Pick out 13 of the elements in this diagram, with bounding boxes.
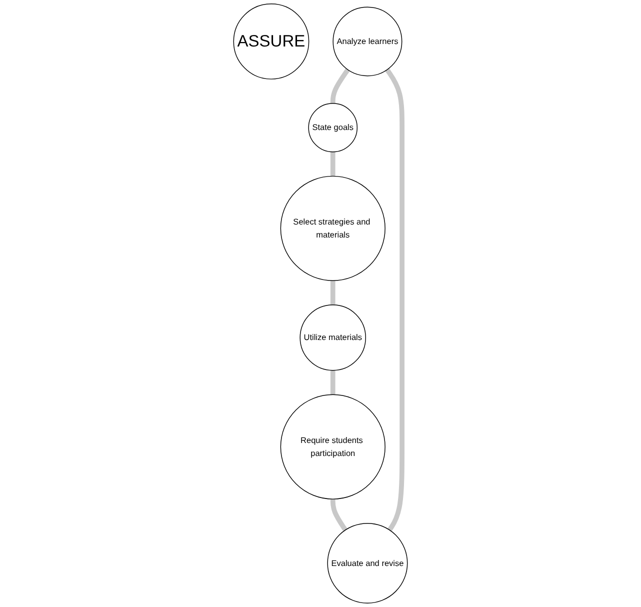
connector <box>385 68 404 532</box>
connector <box>330 498 348 532</box>
node-circle: State goals <box>308 102 358 152</box>
connector <box>330 68 350 104</box>
connector <box>330 152 336 177</box>
node-circle: ASSURE <box>233 4 310 80</box>
node-circle: Utilize materials <box>300 304 366 371</box>
node-circle: Analyze learners <box>332 6 402 76</box>
connector <box>330 280 336 306</box>
connector <box>330 370 336 396</box>
node-circle: Evaluate and revise <box>327 522 408 604</box>
node-circle: Require students participation <box>280 394 386 500</box>
node-circle: Select strategies and materials <box>280 176 386 281</box>
